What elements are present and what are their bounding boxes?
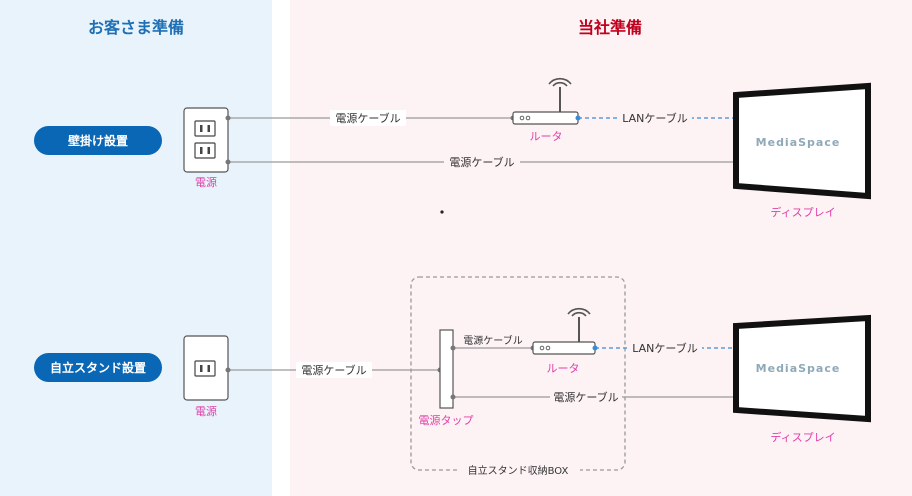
connector-dot	[225, 159, 231, 165]
display-label: ディスプレイ	[770, 205, 835, 219]
display-label: ディスプレイ	[770, 430, 835, 444]
connector-dot	[225, 367, 231, 373]
connector-dot	[592, 345, 598, 351]
power-strip-icon	[439, 329, 454, 409]
display-icon: MediaSpace	[733, 82, 871, 200]
lan-cable-label: LANケーブル	[632, 341, 697, 355]
svg-text:自立スタンド設置: 自立スタンド設置	[50, 360, 146, 375]
router-label: ルータ	[547, 362, 580, 375]
svg-text:MediaSpace: MediaSpace	[756, 136, 841, 149]
power-cable-label: 電源ケーブル	[301, 363, 366, 377]
outlet-label: 電源	[195, 404, 217, 418]
power-cable-label: 電源ケーブル	[449, 155, 514, 169]
wall-setup-pill: 壁掛け設置	[34, 126, 162, 155]
router-label: ルータ	[530, 130, 563, 143]
stand-setup-pill: 自立スタンド設置	[34, 353, 162, 382]
customer-area	[0, 0, 272, 496]
power-outlet-icon	[183, 335, 229, 401]
connector-dot	[450, 394, 456, 400]
connector-dot	[575, 115, 581, 121]
power-cable-label: 電源ケーブル	[553, 390, 618, 404]
power-strip-label: 電源タップ	[419, 413, 474, 427]
svg-text:MediaSpace: MediaSpace	[756, 362, 841, 375]
power-outlet-icon	[183, 107, 229, 173]
svg-text:壁掛け設置: 壁掛け設置	[68, 133, 128, 148]
lan-cable-label: LANケーブル	[622, 111, 687, 125]
display-icon: MediaSpace	[733, 314, 871, 423]
company-header: 当社準備	[578, 18, 642, 37]
power-cable-label: 電源ケーブル	[335, 111, 400, 125]
stray-dot	[440, 210, 444, 214]
outlet-label: 電源	[195, 175, 217, 189]
company-area	[290, 0, 912, 496]
connector-dot	[225, 115, 231, 121]
power-cable-label: 電源ケーブル	[463, 334, 522, 347]
customer-header: お客さま準備	[88, 18, 184, 37]
connector-dot	[450, 345, 456, 351]
stand-box-label: 自立スタンド収納BOX	[468, 464, 569, 477]
